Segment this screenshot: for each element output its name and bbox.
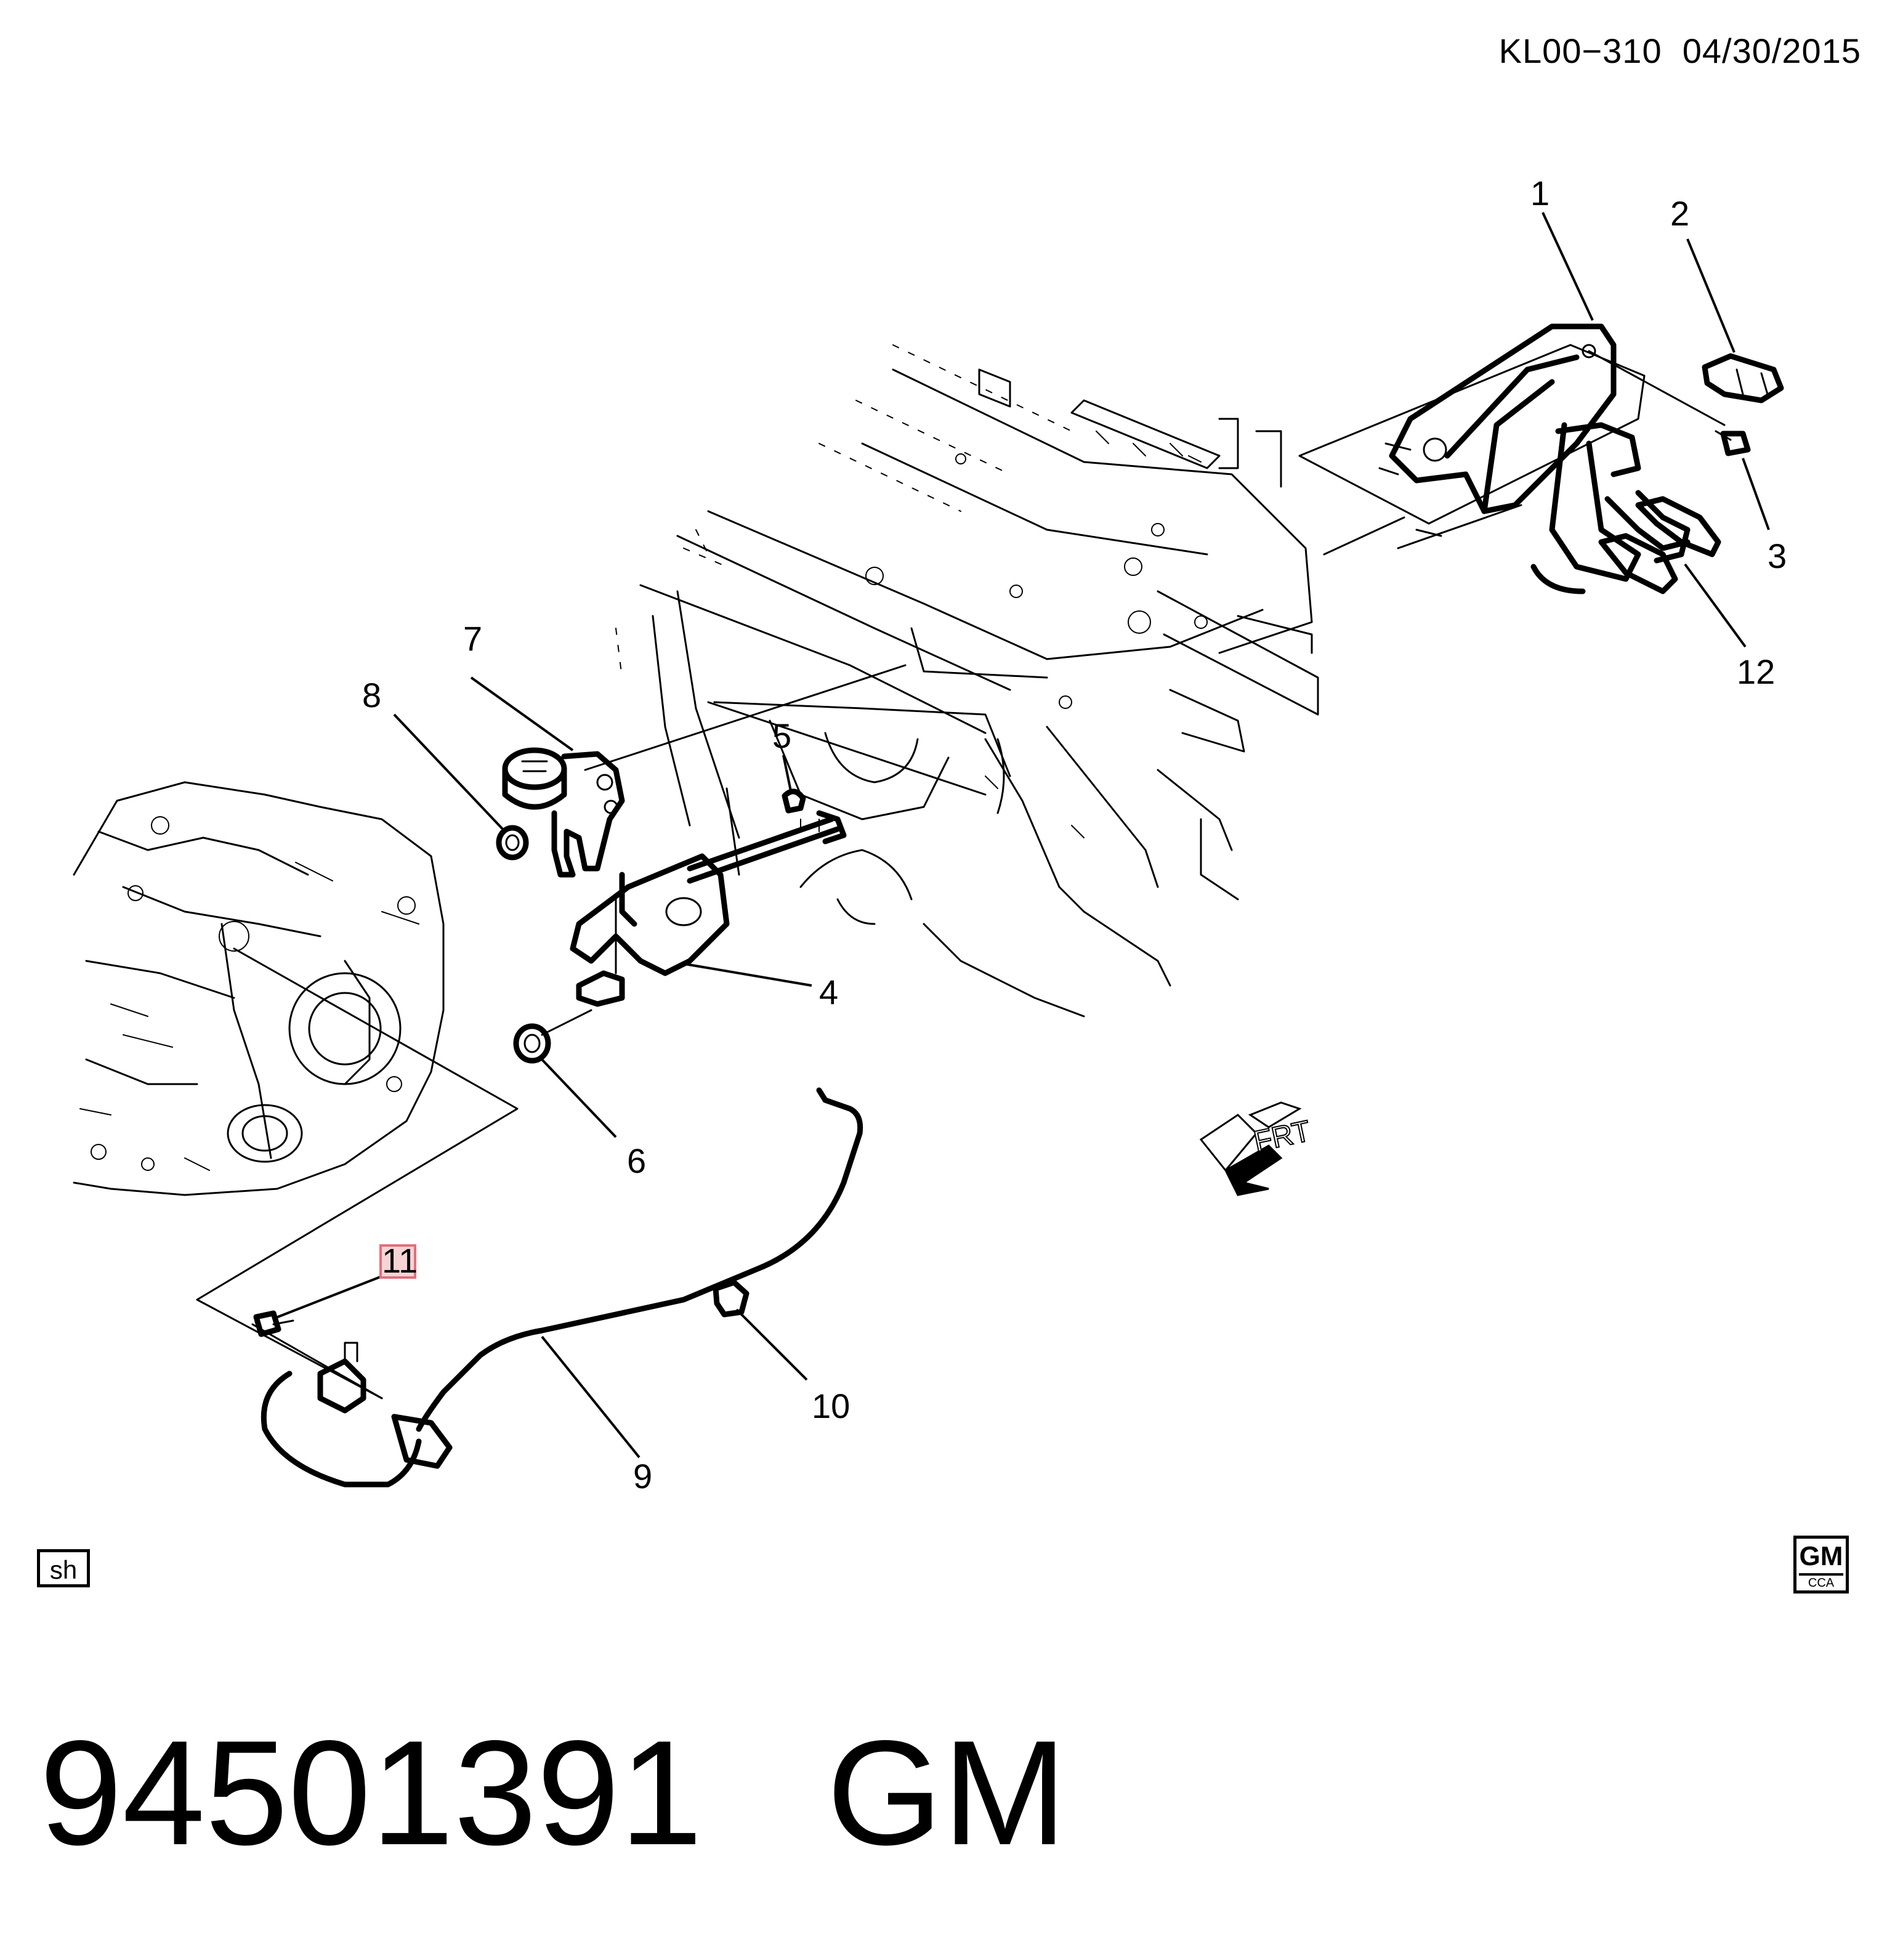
- callout-12: 12: [1737, 652, 1775, 691]
- callout-7: 7: [463, 619, 482, 658]
- callout-2: 2: [1670, 194, 1689, 233]
- callout-10: 10: [812, 1387, 850, 1425]
- clutch-fluid-reservoir: [502, 747, 625, 878]
- transmission-housing: [73, 781, 445, 1196]
- explode-guide-lines: [196, 344, 1726, 1399]
- sh-box: sh: [37, 1549, 90, 1587]
- callout-3: 3: [1768, 537, 1787, 575]
- callout-6: 6: [627, 1141, 646, 1180]
- clutch-master-cylinder: [570, 810, 847, 1007]
- grommet-6: [513, 1023, 551, 1064]
- gm-logo-top: GM: [1799, 1540, 1843, 1576]
- callout-labels: 1 2 3 4 5 6 7 8 9 10 11 12: [362, 174, 1787, 1496]
- gm-logo: GM CCA: [1793, 1536, 1849, 1594]
- callout-4: 4: [819, 973, 838, 1011]
- part-brand: GM: [826, 1710, 1067, 1876]
- nut-8: [496, 825, 529, 861]
- clip-10: [713, 1279, 750, 1318]
- diagram-header: KL00−310 04/30/2015: [1499, 31, 1861, 71]
- part-caption: 94501391 GM: [39, 1719, 1067, 1868]
- bolt-11: [253, 1310, 294, 1337]
- diagram-date: 04/30/2015: [1682, 31, 1861, 70]
- clutch-hydraulic-pipe: [261, 1087, 863, 1488]
- callout-1: 1: [1530, 174, 1550, 213]
- callout-9: 9: [633, 1457, 652, 1496]
- bolt-3: [1715, 430, 1751, 456]
- pedal-bracket-assembly: [1378, 323, 1691, 594]
- callout-5: 5: [772, 716, 791, 755]
- diagram-code: KL00−310: [1498, 31, 1662, 70]
- callout-8: 8: [362, 676, 381, 715]
- callout-11-highlight: [379, 1244, 416, 1279]
- clip-5: [782, 788, 806, 814]
- callout-11: 11: [382, 1241, 418, 1280]
- part-number: 94501391: [39, 1710, 703, 1876]
- gm-logo-bottom: CCA: [1808, 1576, 1835, 1590]
- front-direction-marker: FRT: [1199, 1101, 1314, 1196]
- clutch-switch: [1702, 353, 1784, 403]
- pedal-pad: [1598, 496, 1721, 594]
- vehicle-body-structure: [615, 344, 1319, 1018]
- leader-lines: [274, 212, 1770, 1459]
